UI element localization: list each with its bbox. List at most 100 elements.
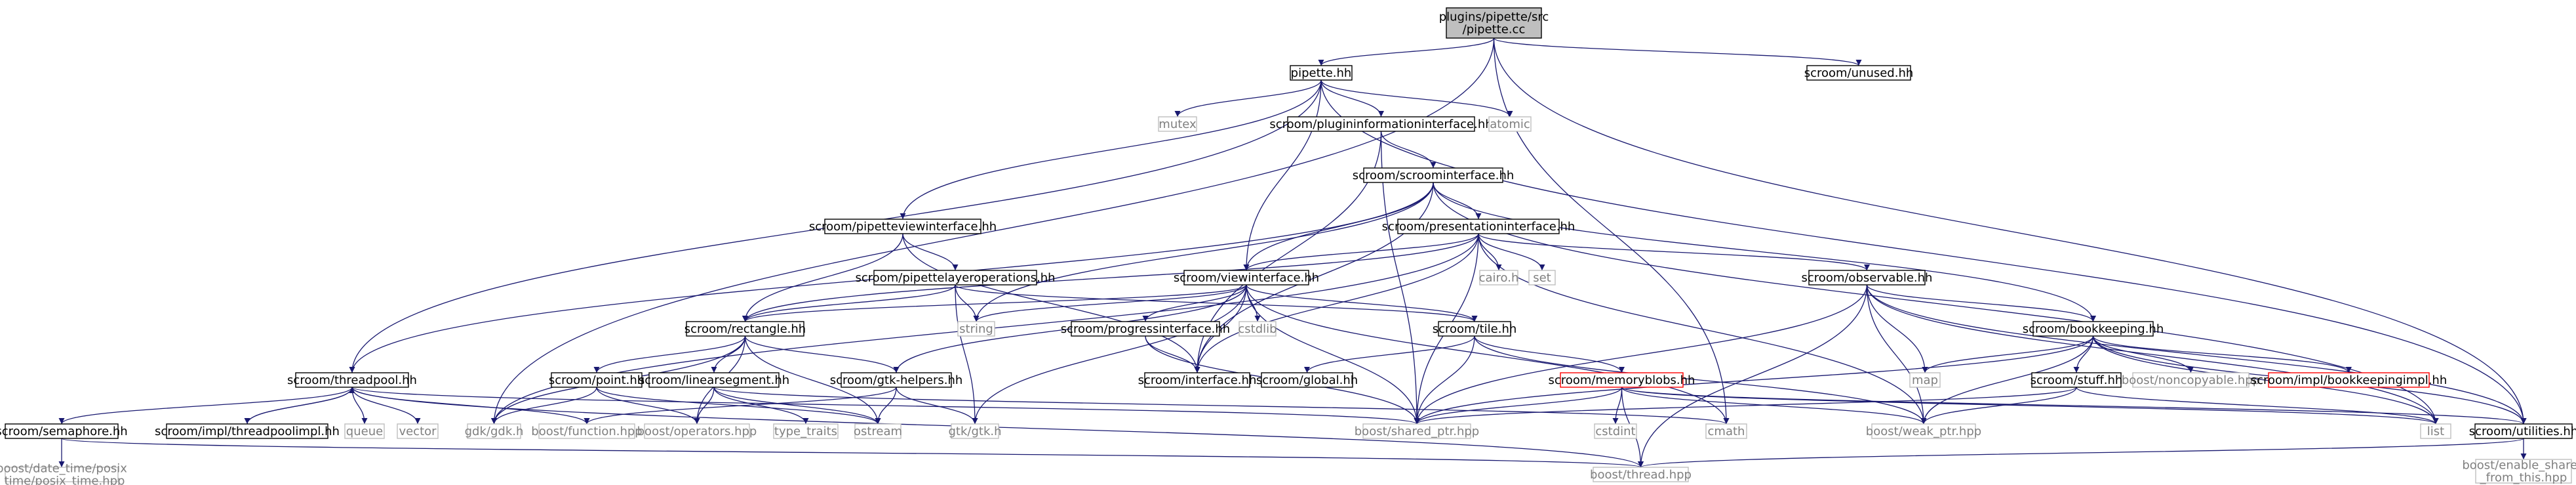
- edge-stuff-to-sharedptr: [1414, 387, 2077, 425]
- node-enableshared-label-1: _from_this.hpp: [2480, 471, 2567, 485]
- node-sharedptr-box: [1362, 423, 1471, 439]
- node-interface[interactable]: scroom/interface.hh: [1138, 372, 1257, 388]
- node-linesegment[interactable]: scroom/linearsegment.hh: [639, 372, 789, 388]
- node-queue: queue: [344, 423, 385, 439]
- node-utilities-label-0: scroom/utilities.hh: [2469, 425, 2576, 438]
- node-stuff[interactable]: scroom/stuff.hh: [2031, 372, 2123, 388]
- node-set-label-0: set: [1533, 271, 1551, 285]
- node-atomic-label-0: atomic: [1490, 117, 1530, 131]
- node-pipette_hh-label-0: pipette.hh: [1291, 66, 1352, 80]
- node-utilities[interactable]: scroom/utilities.hh: [2469, 423, 2576, 439]
- node-semaphore[interactable]: scroom/semaphore.hh: [0, 423, 128, 439]
- node-cairo-box: [1479, 270, 1518, 285]
- node-rectangle[interactable]: scroom/rectangle.hh: [684, 321, 806, 337]
- edge-viewinterface-to-progress: [1142, 284, 1247, 322]
- edge-observable-to-map: [1866, 284, 1928, 373]
- node-observable[interactable]: scroom/observable.hh: [1802, 270, 1933, 285]
- node-global[interactable]: scroom/global.hh: [1256, 372, 1358, 388]
- node-posixtime-label-0: boost/date_time/posix: [0, 462, 127, 476]
- edge-linesegment-to-operators: [694, 387, 715, 425]
- edge-presentation-to-viewinterface: [1243, 233, 1479, 271]
- node-vector-label-0: vector: [399, 425, 437, 438]
- node-interface-box: [1144, 372, 1250, 388]
- node-list: list: [2420, 423, 2451, 439]
- node-scroominterface[interactable]: scroom/scroominterface.hh: [1353, 167, 1515, 183]
- node-global-box: [1261, 372, 1353, 388]
- edge-threadpool-to-sharedptr: [351, 387, 1420, 425]
- node-threadpoolimpl-label-0: scroom/impl/threadpoolimpl.hh: [155, 425, 340, 438]
- node-threadpool-box: [295, 372, 409, 388]
- node-weakptr: boost/weak_ptr.hpp: [1866, 423, 1981, 439]
- node-threadpoolimpl[interactable]: scroom/impl/threadpoolimpl.hh: [155, 423, 340, 439]
- edge-presentation-to-interface: [1194, 233, 1479, 373]
- node-root[interactable]: plugins/pipette/src/pipette.cc: [1439, 7, 1549, 39]
- edge-pipettelayer-to-rectangle: [742, 284, 956, 322]
- node-bookkeepingimpl: scroom/impl/bookkeepingimpl.hh: [2251, 372, 2447, 388]
- edge-scroominterface-to-interface: [1194, 182, 1434, 373]
- edge-memoryblobs-to-sharedptr: [1414, 387, 1623, 425]
- node-unused_hh[interactable]: scroom/unused.hh: [1804, 65, 1914, 81]
- node-observable-label-0: scroom/observable.hh: [1802, 271, 1933, 285]
- node-scroominterface-label-0: scroom/scroominterface.hh: [1353, 169, 1515, 182]
- edge-viewinterface-to-sharedptr: [1246, 284, 1420, 425]
- node-pipette_hh[interactable]: pipette.hh: [1290, 65, 1353, 81]
- node-sharedptr: boost/shared_ptr.hpp: [1355, 423, 1479, 439]
- edge-tile-to-global: [1304, 335, 1475, 373]
- node-plugininfo[interactable]: scroom/plugininformationinterface.hh: [1269, 116, 1493, 132]
- node-presentation[interactable]: scroom/presentationinterface.hh: [1382, 219, 1575, 234]
- edge-bookkeeping-to-list: [2092, 335, 2439, 425]
- node-string: string: [957, 321, 995, 337]
- node-gtkhelpers-label-0: scroom/gtk-helpers.hh: [830, 373, 963, 387]
- node-threadpoolimpl-box: [166, 423, 328, 439]
- node-noncopyable-box: [2132, 372, 2249, 388]
- node-pipettelayer[interactable]: scroom/pipettelayeroperations.hh: [855, 270, 1056, 285]
- node-viewinterface-label-0: scroom/viewinterface.hh: [1174, 271, 1319, 285]
- node-ostream: ostream: [854, 423, 902, 439]
- node-semaphore-box: [5, 423, 119, 439]
- edge-viewinterface-to-rectangle: [742, 284, 1247, 322]
- node-string-label-0: string: [959, 322, 993, 336]
- edge-linesegment-to-ostream: [713, 387, 881, 425]
- node-cmath-label-0: cmath: [1708, 425, 1745, 438]
- node-threadpool-label-0: scroom/threadpool.hh: [287, 373, 417, 387]
- edge-presentation-to-weakptr: [1478, 233, 1927, 425]
- edge-bookkeeping-to-bookkeepingimpl: [2092, 335, 2352, 373]
- node-viewinterface[interactable]: scroom/viewinterface.hh: [1174, 270, 1319, 285]
- node-threadpool[interactable]: scroom/threadpool.hh: [287, 372, 417, 388]
- edge-scroominterface-to-bookkeeping: [1433, 182, 2096, 322]
- edge-pipettelayer-to-gtk: [955, 284, 978, 425]
- edge-pipette_hh-to-plugininfo: [1320, 79, 1385, 117]
- node-gtk-box: [951, 423, 999, 439]
- node-bookkeepingimpl-box: [2268, 372, 2430, 388]
- node-map-label-0: map: [1912, 373, 1938, 387]
- node-stuff-box: [2031, 372, 2122, 388]
- node-stuff-label-0: scroom/stuff.hh: [2031, 373, 2123, 387]
- edge-root-to-utilities: [1493, 37, 2527, 425]
- node-string-box: [957, 321, 995, 337]
- node-pipette_hh-box: [1290, 65, 1353, 81]
- node-typetraits-box: [773, 423, 839, 439]
- node-operators-box: [644, 423, 750, 439]
- node-cmath: cmath: [1705, 423, 1747, 439]
- edge-viewinterface-to-string: [973, 284, 1247, 322]
- node-plugininfo-label-0: scroom/plugininformationinterface.hh: [1269, 117, 1492, 131]
- node-mutex-box: [1158, 116, 1197, 132]
- edge-presentation-to-observable: [1478, 233, 1870, 271]
- node-pipetteview[interactable]: scroom/pipetteviewinterface.hh: [809, 219, 997, 234]
- node-ostream-box: [854, 423, 902, 439]
- node-gtkhelpers[interactable]: scroom/gtk-helpers.hh: [830, 372, 963, 388]
- edge-observable-to-utilities: [1866, 284, 2527, 425]
- node-thread: boost/thread.hpp: [1590, 467, 1692, 482]
- node-enableshared-label-0: boost/enable_shared: [2462, 459, 2576, 473]
- node-tile[interactable]: scroom/tile.hh: [1433, 321, 1517, 337]
- node-bookkeeping[interactable]: scroom/bookkeeping.hh: [2023, 321, 2164, 337]
- edge-gtkhelpers-to-ostream: [875, 387, 897, 425]
- node-point-box: [551, 372, 643, 388]
- node-unused_hh-box: [1806, 65, 1911, 81]
- node-operators-label-0: boost/operators.hpp: [637, 425, 757, 438]
- node-progress[interactable]: scroom/progressinterface.hh: [1061, 321, 1230, 337]
- node-weakptr-label-0: boost/weak_ptr.hpp: [1866, 425, 1981, 438]
- edge-root-to-gdk: [490, 37, 1495, 425]
- node-point[interactable]: scroom/point.hh: [549, 372, 644, 388]
